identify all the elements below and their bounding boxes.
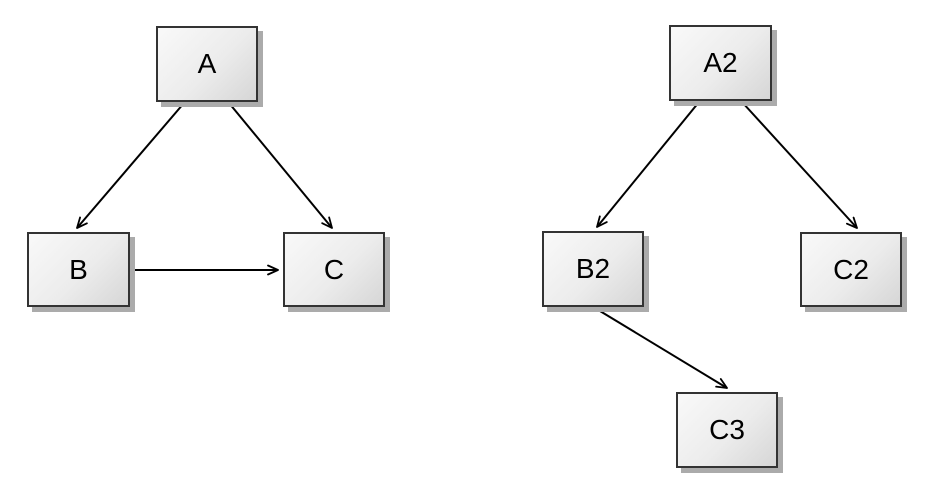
edge-A2-to-B2 [596, 101, 700, 228]
node-A2[interactable]: A2 [669, 25, 772, 101]
node-C2[interactable]: C2 [800, 232, 902, 307]
edge-A-to-B [76, 102, 185, 229]
edge-A2-to-C2 [741, 101, 858, 229]
node-A[interactable]: A [156, 26, 258, 102]
node-A-label: A [197, 48, 217, 79]
node-A2-label: A2 [703, 47, 738, 78]
edge-A-to-C [228, 102, 333, 229]
node-C2-label: C2 [833, 253, 869, 285]
node-C-label: C [323, 253, 345, 285]
node-B[interactable]: B [27, 232, 130, 307]
node-B2-label: B2 [575, 253, 611, 284]
node-B-label: B [69, 253, 88, 285]
node-C3-label: C3 [709, 414, 745, 445]
node-B2[interactable]: B2 [542, 231, 644, 307]
edge-B2-to-C3 [594, 307, 728, 389]
node-C3[interactable]: C3 [676, 392, 778, 468]
node-C[interactable]: C [283, 232, 385, 307]
